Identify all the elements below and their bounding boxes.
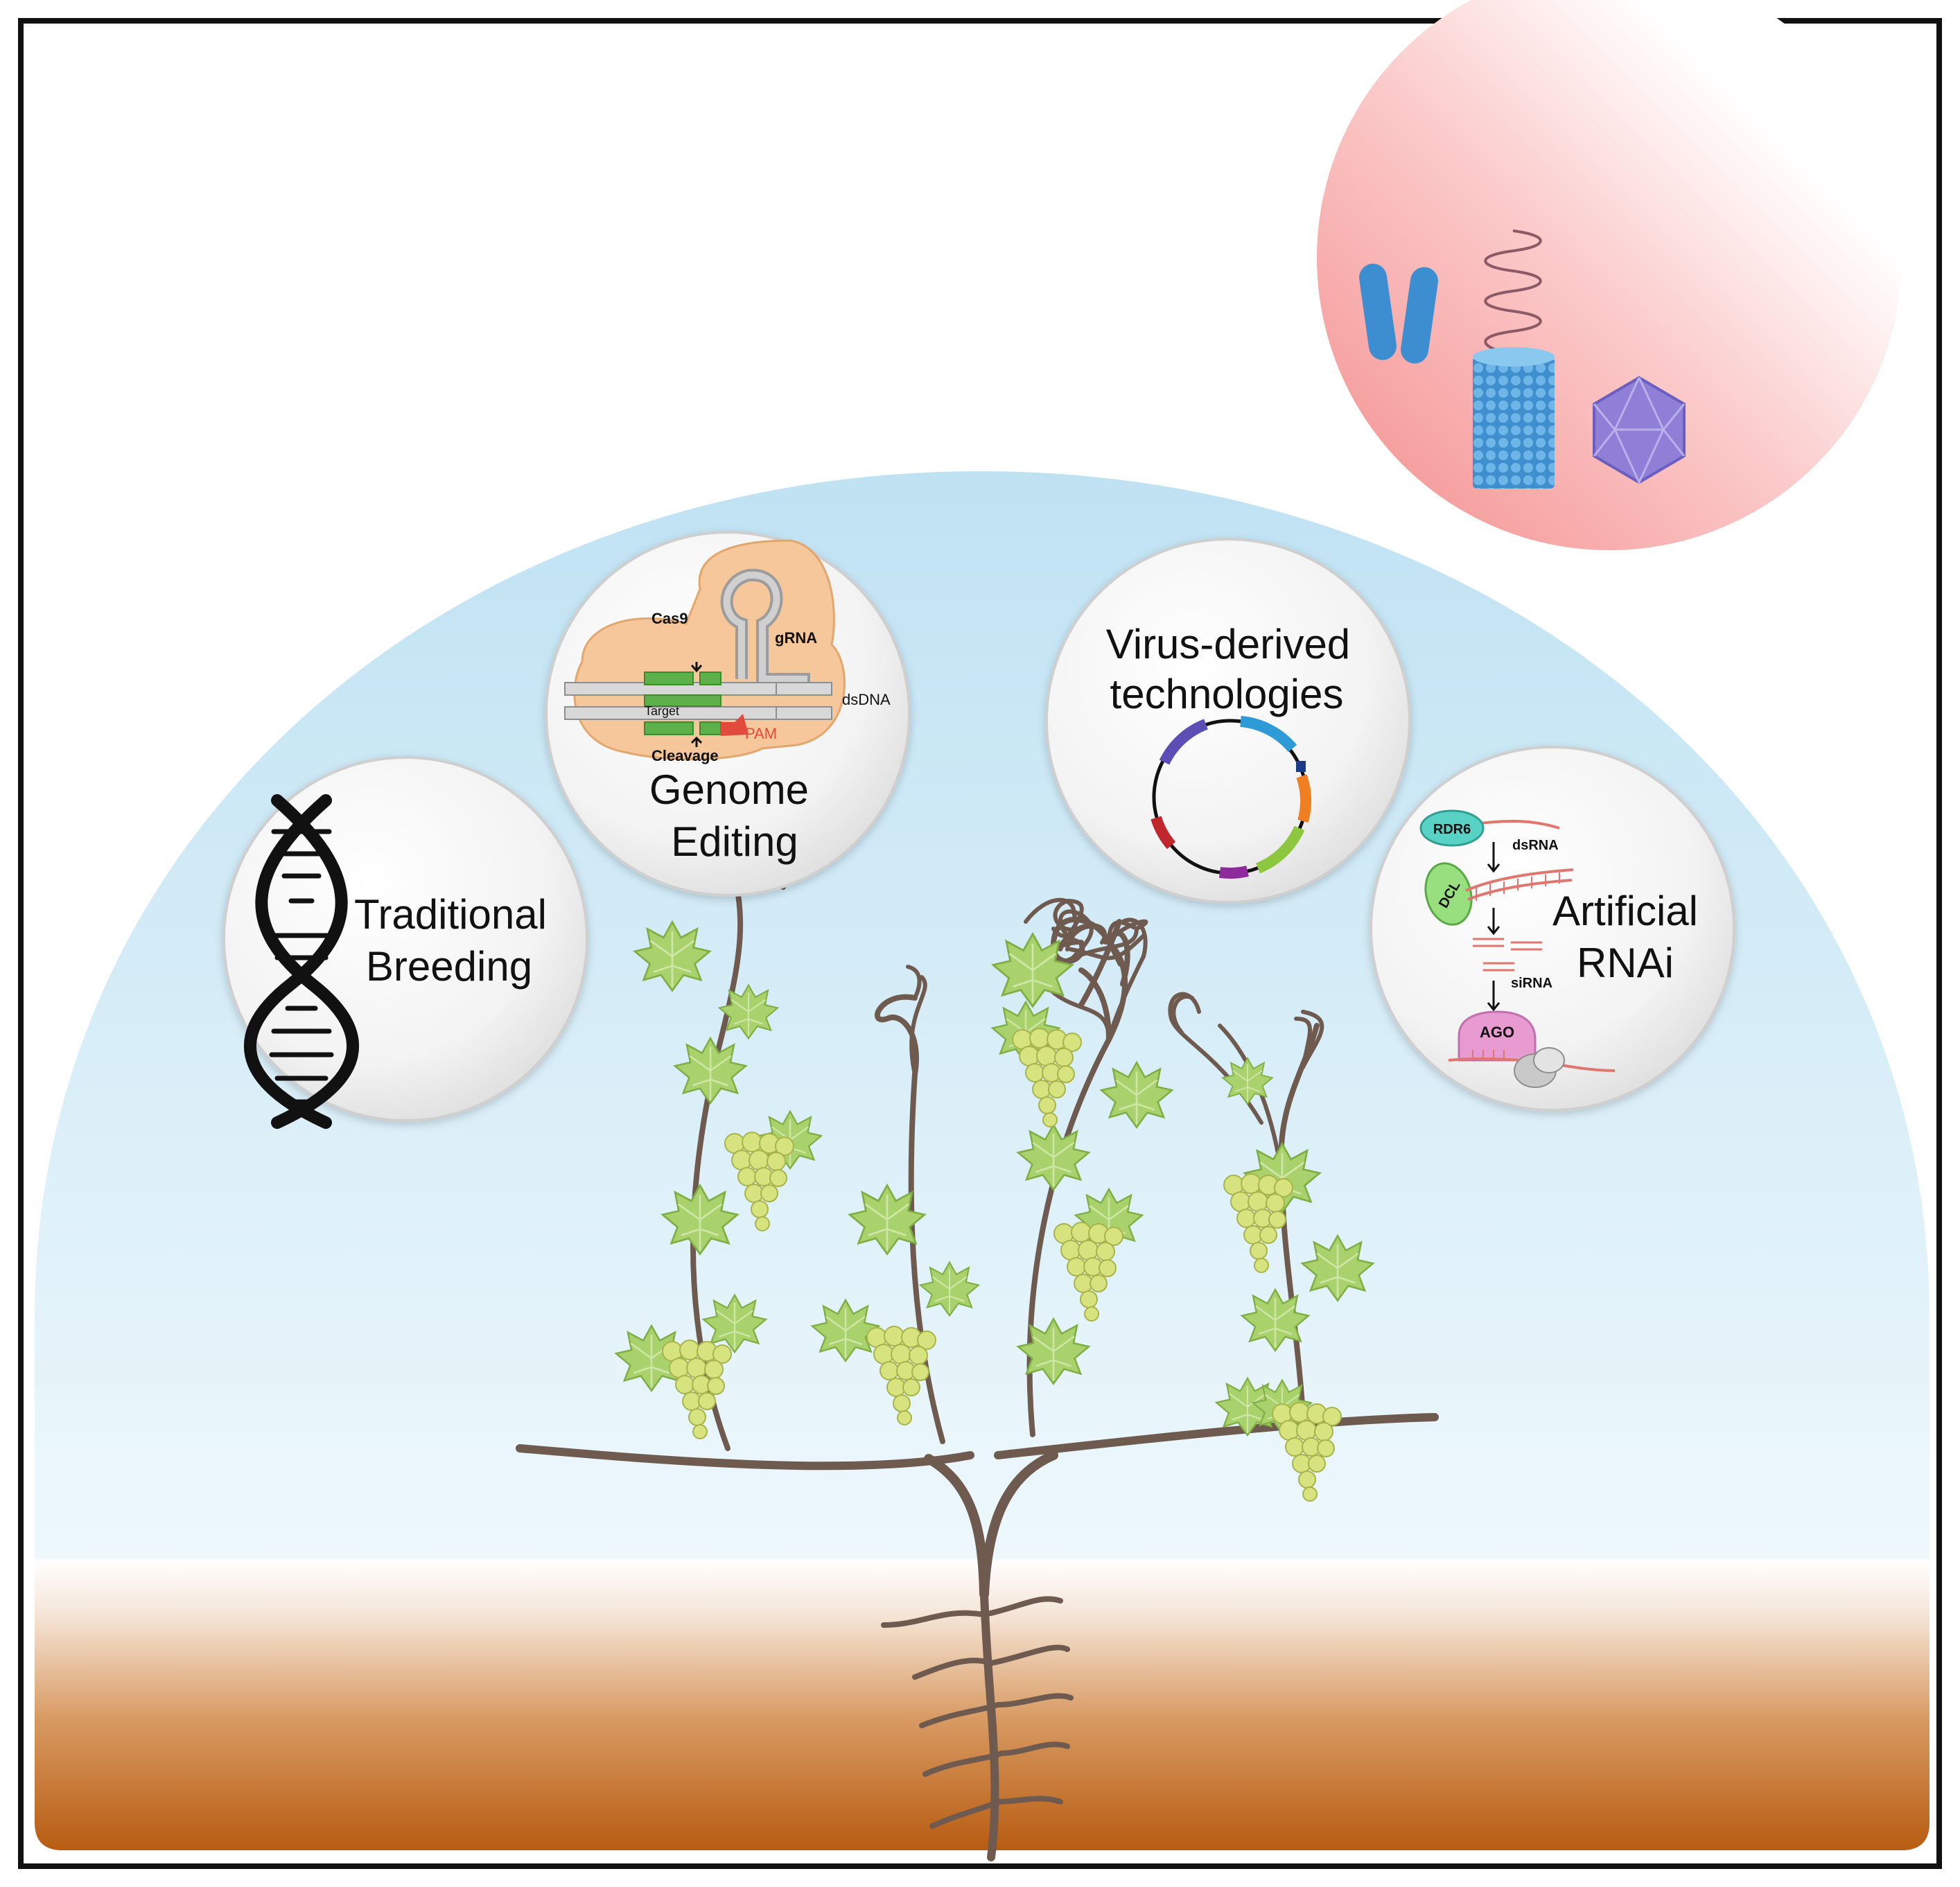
virus-label-line1: Virus-derived bbox=[1106, 621, 1350, 667]
virus-derived-bubble: Virus-derived technologies bbox=[1045, 538, 1411, 904]
soil bbox=[35, 1559, 1930, 1850]
grna-label: gRNA bbox=[775, 629, 817, 647]
dsdna-label: dsDNA bbox=[842, 691, 891, 708]
artificial-rnai-bubble: RDR6 dsRNA DCL siRNA AGO Artificial RNAi bbox=[1370, 746, 1735, 1112]
rnai-label-line1: Artificial bbox=[1552, 888, 1698, 934]
rdr6-label: RDR6 bbox=[1433, 822, 1471, 837]
genome-label-line2: Editing bbox=[671, 818, 798, 865]
cleavage-label: Cleavage bbox=[651, 747, 719, 764]
dsrna-label: dsRNA bbox=[1512, 838, 1559, 853]
virus-label-line2: technologies bbox=[1110, 671, 1344, 717]
sky-dome bbox=[35, 471, 1930, 1559]
icosahedral-virus-icon bbox=[1593, 376, 1686, 485]
cas9-diagram bbox=[564, 539, 846, 761]
filamentous-virus-icon bbox=[1473, 229, 1555, 489]
dna-helix-icon bbox=[244, 794, 359, 1129]
ago-label: AGO bbox=[1480, 1024, 1514, 1041]
genome-editing-bubble: Cas9 gRNA dsDNA Target PAM Cleavage Geno… bbox=[545, 531, 911, 897]
pam-label: PAM bbox=[745, 725, 777, 742]
pathogen-circle bbox=[1317, 0, 1902, 550]
traditional-label-line1: Traditional bbox=[354, 891, 547, 938]
plasmid-icon bbox=[1150, 716, 1311, 879]
rod-virus-icon bbox=[1401, 267, 1438, 364]
cas9-label: Cas9 bbox=[651, 610, 688, 627]
sirna-label: siRNA bbox=[1511, 976, 1552, 991]
traditional-breeding-bubble: Traditional Breeding bbox=[222, 756, 588, 1129]
rnai-pathway-diagram bbox=[1419, 809, 1616, 1088]
traditional-label-line2: Breeding bbox=[366, 943, 532, 990]
target-label: Target bbox=[645, 704, 679, 718]
rnai-label-line2: RNAi bbox=[1577, 940, 1674, 986]
rod-virus-icon bbox=[1359, 263, 1397, 360]
genome-label-line1: Genome bbox=[649, 766, 809, 813]
